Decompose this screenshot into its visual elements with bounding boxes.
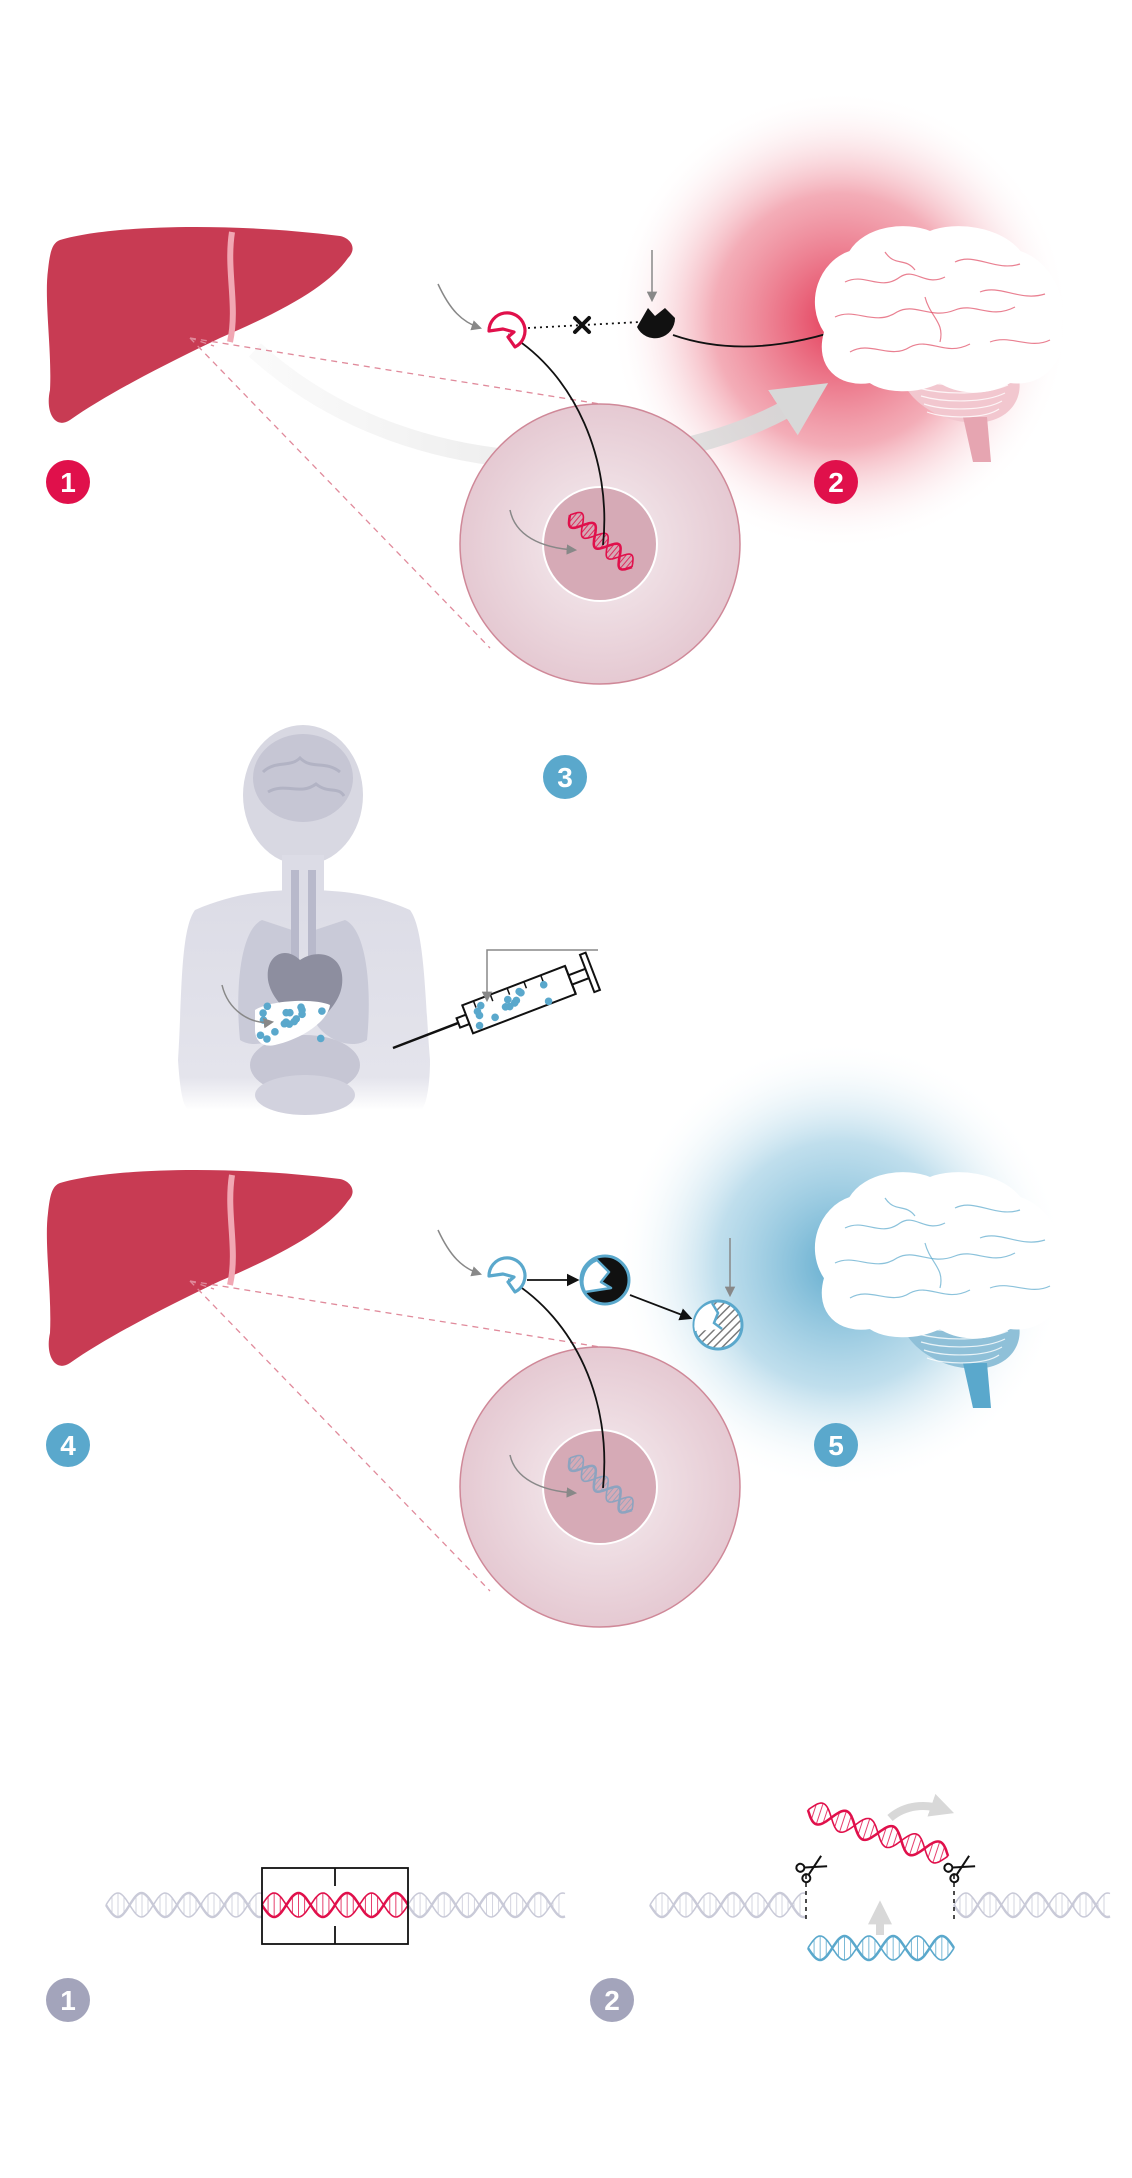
gray-input-arrow [509, 509, 578, 555]
excised-dna-icon [806, 1802, 950, 1864]
mutated-dna-icon [567, 511, 634, 571]
liver-icon [46, 226, 353, 423]
dna-strand-left-1 [104, 1891, 263, 1919]
step-badge-5: 5 [814, 1423, 858, 1467]
brain-icon-treated [815, 1172, 1063, 1408]
editing-badge-2: 2 [590, 1978, 634, 2022]
gray-input-arrow-4 [509, 1454, 578, 1498]
removal-arrow [887, 1793, 955, 1822]
step-badge-1-label: 1 [60, 467, 76, 498]
dna-strand-right-1 [406, 1891, 566, 1919]
block-x-icon [573, 316, 591, 334]
replacement-dna-icon [806, 1934, 956, 1962]
step-badge-1: 1 [46, 460, 90, 504]
breakdown-arrow [629, 1294, 693, 1321]
syringe-callout-line [481, 949, 598, 1003]
gray-input-arrow-5 [437, 1229, 482, 1277]
defective-protein-icon [487, 311, 527, 349]
editing-badge-1-label: 1 [60, 1985, 76, 2016]
brain-icon [815, 226, 1063, 462]
liver-cell-icon [459, 403, 741, 685]
gray-input-arrow-2 [437, 283, 482, 331]
corrected-dna-icon [567, 1454, 634, 1514]
step-badge-4-label: 4 [60, 1430, 76, 1461]
child-body-icon [178, 725, 430, 1115]
dna-strand-right-2 [952, 1891, 1111, 1919]
blocked-interaction-line [527, 321, 641, 329]
zoom-lines [189, 337, 601, 649]
target-region-box [261, 1867, 409, 1945]
zoom-lines-2 [189, 1280, 601, 1592]
step-badge-4: 4 [46, 1423, 90, 1467]
editing-badge-2-label: 2 [604, 1985, 620, 2016]
liver-cell-icon-treated [459, 1346, 741, 1628]
protein-complex-icon [579, 1254, 631, 1306]
expression-arrow [507, 333, 606, 546]
editing-badge-1: 1 [46, 1978, 90, 2022]
scissors-icon-left [795, 1855, 828, 1884]
step-badge-2-label: 2 [828, 467, 844, 498]
gray-pointer-arrow [221, 984, 275, 1029]
expression-arrow-2 [507, 1278, 606, 1489]
accumulated-substance-icon [637, 308, 676, 339]
vector-particles [473, 980, 553, 1030]
step-badge-5-label: 5 [828, 1430, 844, 1461]
step-badge-2: 2 [814, 460, 858, 504]
step-badge-3-label: 3 [557, 762, 573, 793]
broken-down-substance-icon [692, 1299, 744, 1351]
scissors-icon-right [943, 1855, 976, 1884]
dna-strand-left-2 [648, 1891, 807, 1919]
step-badge-3: 3 [543, 755, 587, 799]
dna-strand-target [260, 1891, 410, 1919]
liver-icon-treated [46, 1169, 353, 1366]
functional-protein-icon [487, 1256, 527, 1294]
